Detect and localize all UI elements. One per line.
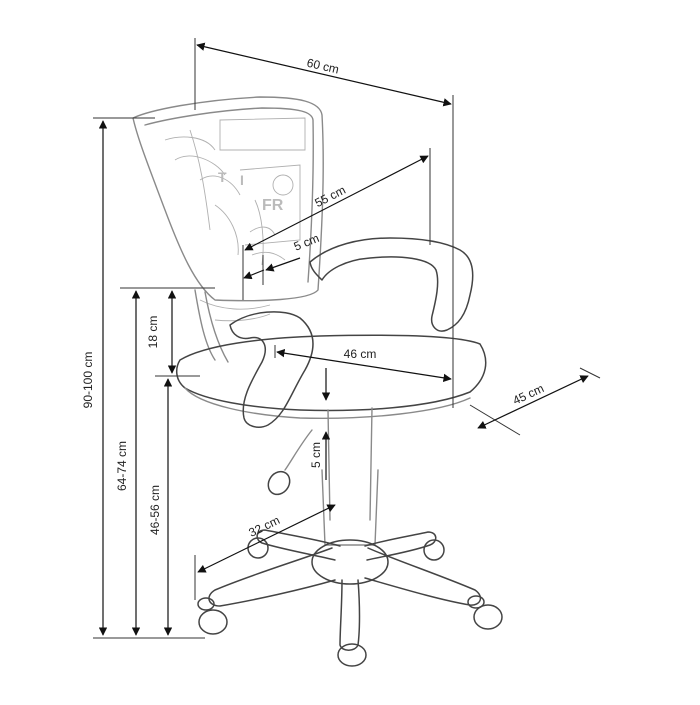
label-base-radius: 32 cm xyxy=(246,513,282,540)
dim-line-backrest-offset xyxy=(243,269,265,280)
svg-text:T: T xyxy=(218,169,227,185)
label-backrest-offset: 5 cm xyxy=(292,231,321,254)
label-seat-width: 46 cm xyxy=(344,347,377,361)
label-armrest-from-floor: 64-74 cm xyxy=(115,441,129,491)
label-overall-width: 60 cm xyxy=(305,56,340,77)
backrest-outline xyxy=(132,96,324,302)
label-armrest-height: 18 cm xyxy=(146,316,160,349)
dimension-lines xyxy=(98,42,589,636)
seat-outline xyxy=(175,334,487,412)
label-seat-height: 46-56 cm xyxy=(148,485,162,535)
extension-lines xyxy=(93,38,601,639)
dim-line-overall-width xyxy=(196,42,452,107)
label-total-height: 90-100 cm xyxy=(81,352,95,409)
chair-illustration: T I FR xyxy=(132,96,503,667)
dim-line-backrest-width xyxy=(244,155,429,251)
gas-lift xyxy=(327,407,373,521)
seat-side xyxy=(184,387,471,419)
height-lever xyxy=(284,429,313,471)
five-star-base xyxy=(208,529,482,651)
svg-text:I: I xyxy=(240,172,244,188)
backrest-support xyxy=(194,289,229,363)
dim-line-seat-width xyxy=(276,349,452,382)
backrest-inner xyxy=(144,107,314,283)
dim-line-base-radius xyxy=(197,504,336,573)
dim-line-seat-depth xyxy=(477,375,589,429)
dim-line-backrest-offset-right xyxy=(265,257,301,272)
right-armrest xyxy=(309,237,474,332)
svg-text:FR: FR xyxy=(262,197,284,214)
lever-knob xyxy=(267,470,291,496)
label-gas-lift-travel: 5 cm xyxy=(309,442,323,468)
left-armrest xyxy=(229,311,314,428)
backrest-pattern: T I FR xyxy=(164,117,306,322)
